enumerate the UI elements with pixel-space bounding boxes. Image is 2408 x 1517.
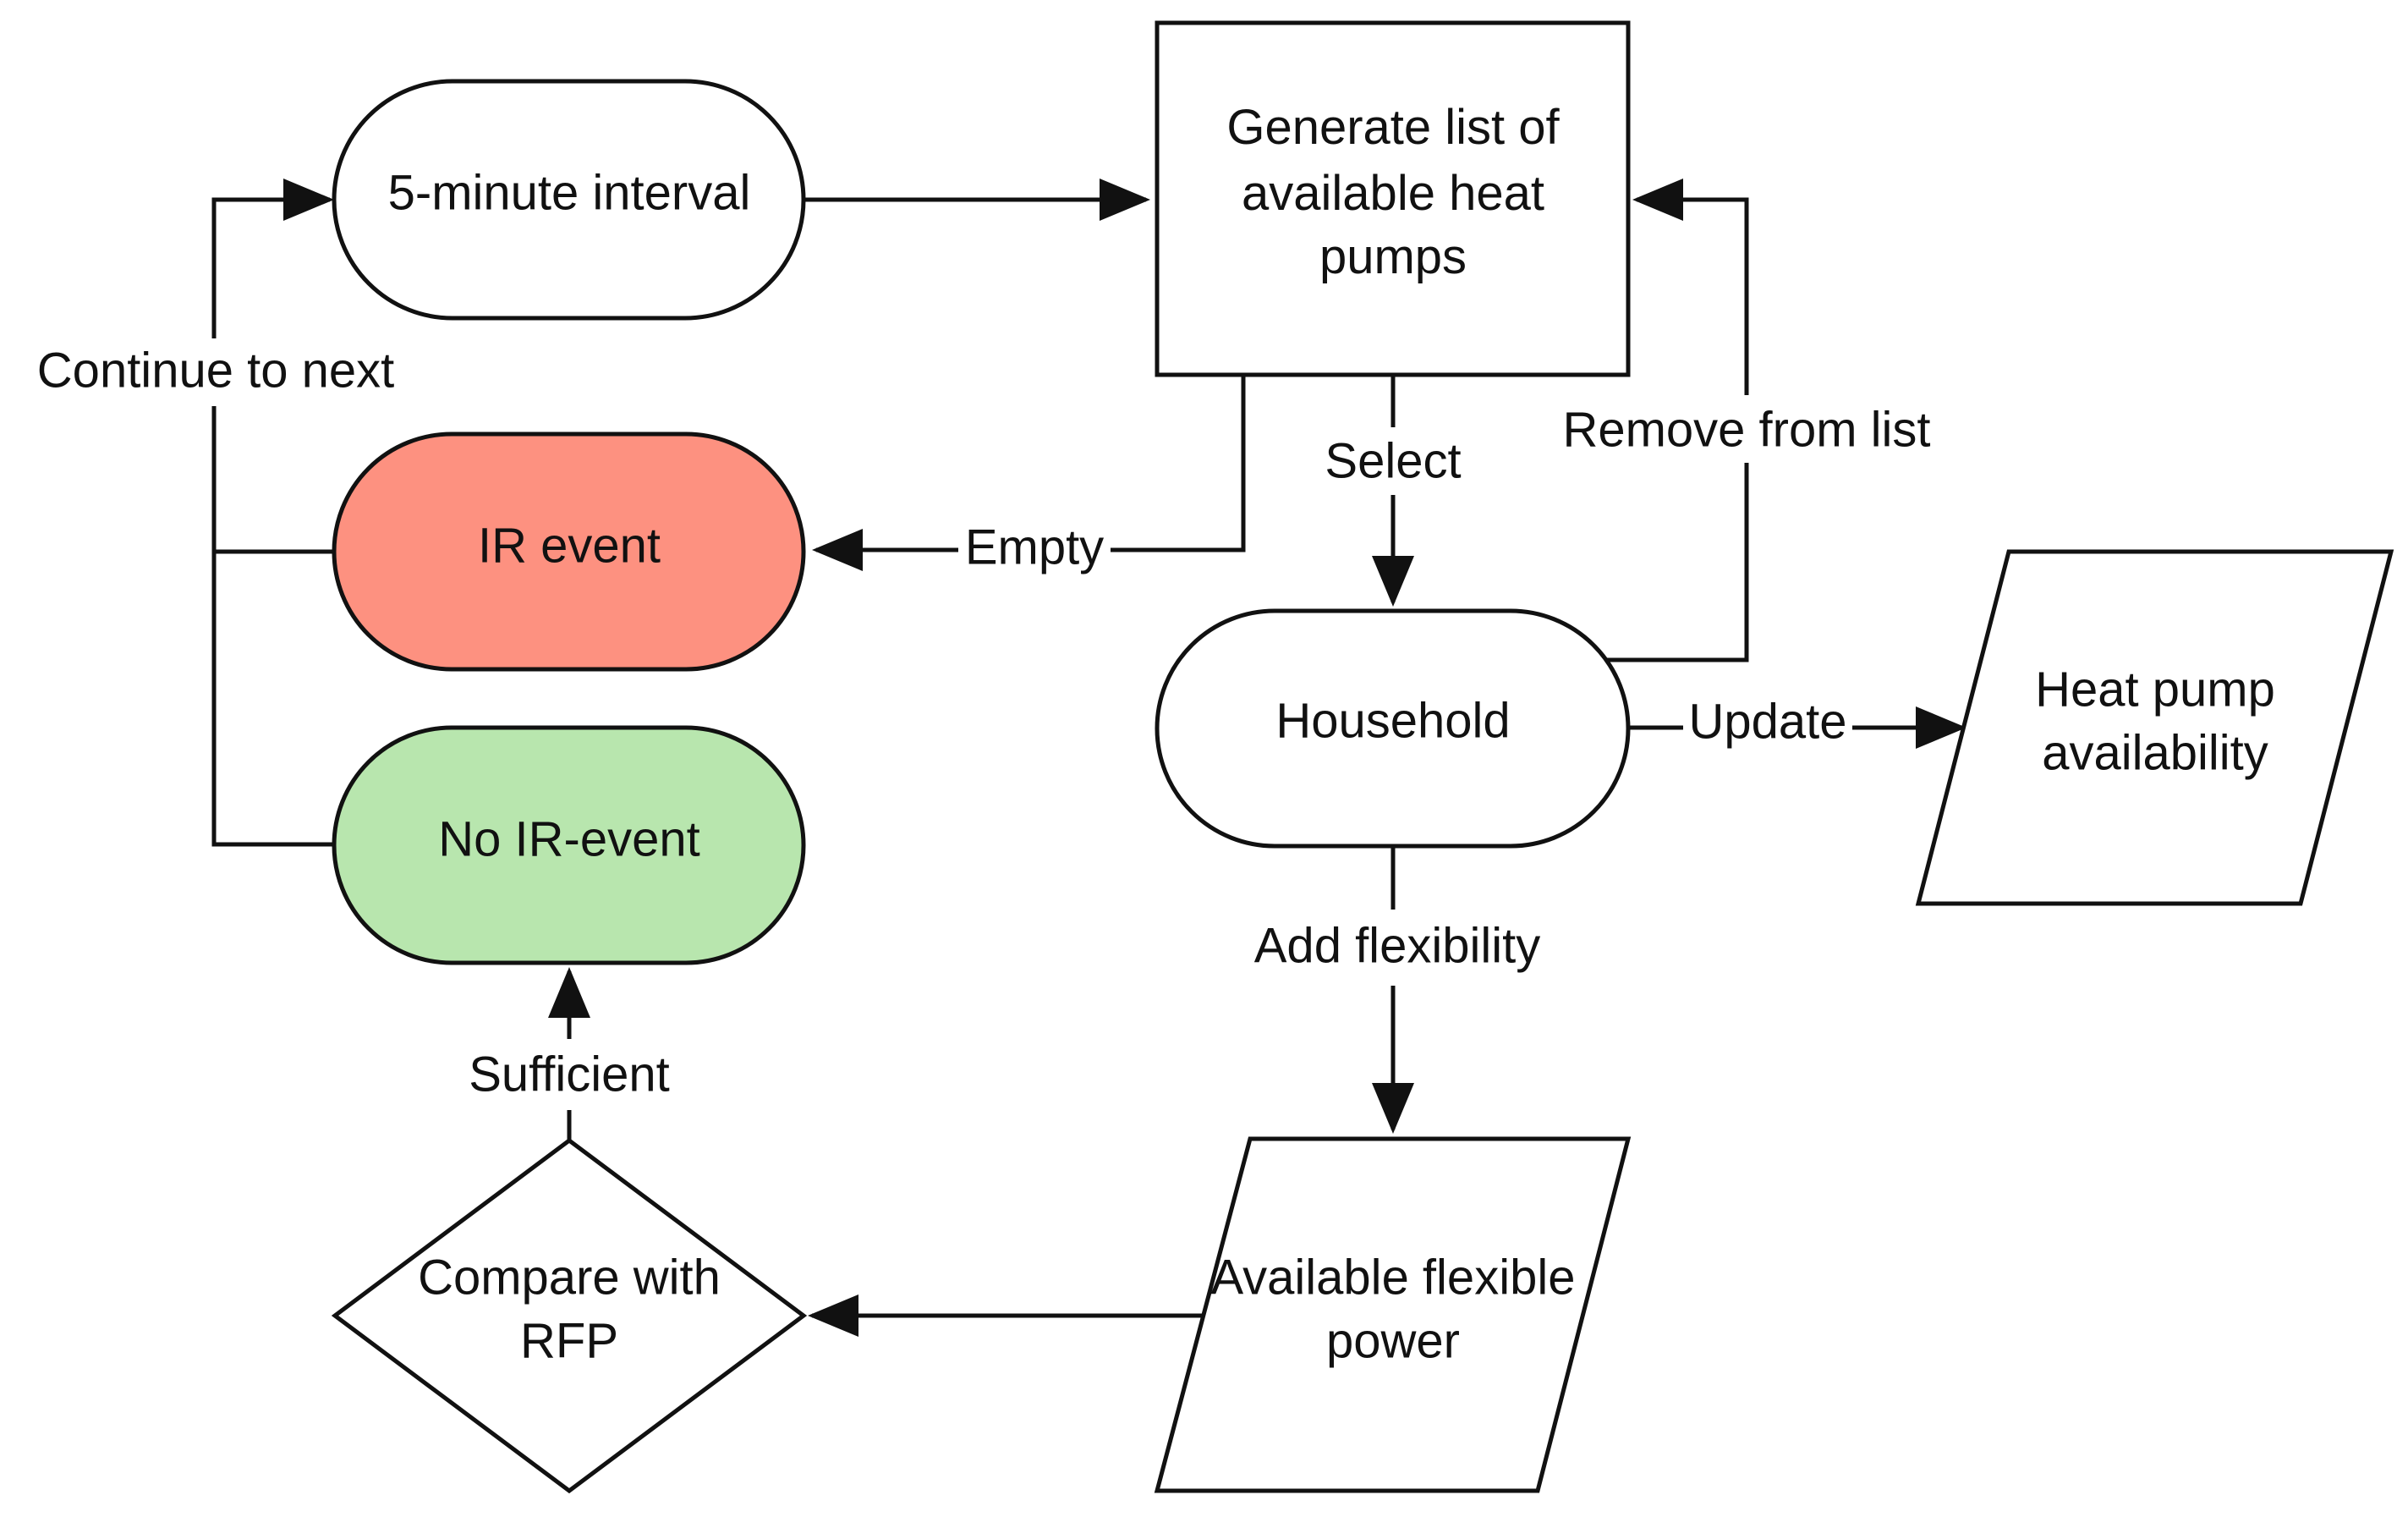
svg-text:available heat: available heat [1242,166,1544,221]
edge-label-empty: Empty [965,520,1104,575]
node-label: 5-minute interval [388,166,751,221]
node-ir-event: IR event [332,431,806,672]
node-no-ir-event: No IR-event [332,725,806,965]
node-label-line-1: Compare with [418,1250,721,1305]
svg-text:Generate list of: Generate list of [1226,100,1560,155]
node-label-line-2: RFP [520,1314,618,1369]
node-label: No IR-event [438,812,699,867]
edge-label-remove-from-list: Remove from list [1562,403,1930,458]
edge-label-sufficient: Sufficient [469,1047,670,1102]
node-label-line-2: available heat [1242,166,1544,221]
edge-label-add-flexibility: Add flexibility [1254,919,1540,974]
node-label-line-1: Available flexible [1211,1250,1576,1305]
node-label: IR event [478,519,661,574]
node-household: Household [1155,608,1631,849]
node-label-line-1: Heat pump [2035,662,2275,717]
edge-label-select: Select [1325,434,1461,489]
node-label-line-2: power [1326,1314,1460,1369]
node-label: Household [1275,694,1510,749]
node-label-line-2: availability [2042,726,2268,781]
node-available-flexible-power: Available flexible power [1154,1136,1632,1493]
svg-text:pumps: pumps [1319,229,1467,284]
node-label-line-1: Generate list of [1226,100,1560,155]
node-compare-with-rfp: Compare with RFP [331,1137,808,1494]
node-5-minute-interval: 5-minute interval [332,79,806,321]
node-generate-list: Generate list of available heat pumps [1155,20,1631,377]
node-heat-pump-availability: Heat pump availability [1915,549,2394,906]
edge-label-update: Update [1688,695,1846,750]
node-label-line-3: pumps [1319,229,1467,284]
edge-label-continue-to-next: Continue to next [37,344,394,398]
edge-no-ir-event-to-interval [211,179,334,847]
